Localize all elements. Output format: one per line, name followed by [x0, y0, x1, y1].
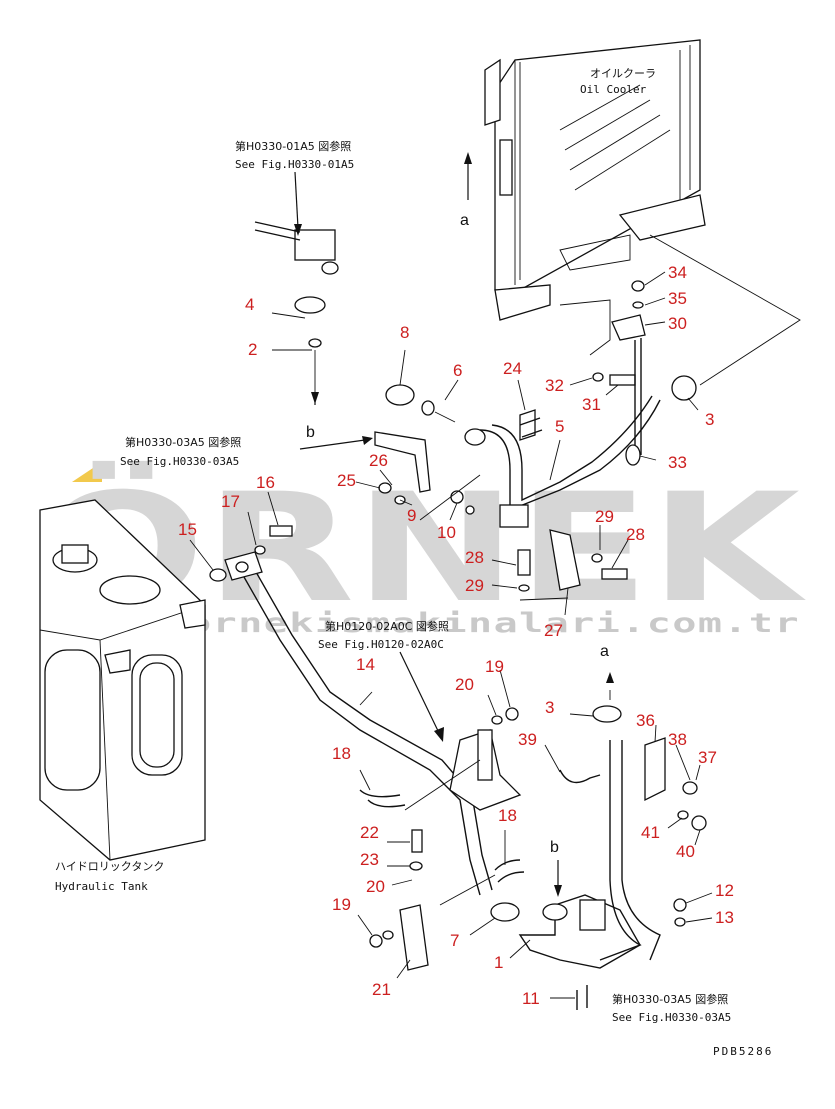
part-number-18: 18 — [332, 744, 351, 763]
part-number-4: 4 — [245, 295, 254, 314]
part-number-7: 7 — [450, 931, 459, 950]
part-number-1: 1 — [494, 953, 503, 972]
hydraulic-tank: ハイドロリックタンク Hydraulic Tank — [39, 499, 206, 893]
part-number-5: 5 — [555, 417, 564, 436]
part-number-15: 15 — [178, 520, 197, 539]
pipe-14 — [239, 564, 493, 896]
part-number-28b: 28 — [465, 548, 484, 567]
part-number-37: 37 — [698, 748, 717, 767]
view-marker-b-left: b — [306, 400, 316, 441]
part-number-8: 8 — [400, 323, 409, 342]
part-number-18b: 18 — [498, 806, 517, 825]
part-number-39: 39 — [518, 730, 537, 749]
part-number-34: 34 — [668, 263, 687, 282]
view-marker-b-bottom: b — [550, 839, 562, 897]
view-marker-a-label: a — [460, 212, 469, 229]
part-number-30: 30 — [668, 314, 687, 333]
svg-text:第H0330-01A5 図参照: 第H0330-01A5 図参照 — [235, 139, 351, 153]
hydraulic-tank-label-en: Hydraulic Tank — [55, 880, 148, 893]
part-number-32: 32 — [545, 376, 564, 395]
part-number-33: 33 — [668, 453, 687, 472]
part-number-19: 19 — [485, 657, 504, 676]
svg-text:See Fig.H0330-03A5: See Fig.H0330-03A5 — [120, 455, 239, 468]
part-number-16: 16 — [256, 473, 275, 492]
pipe-5 — [464, 395, 661, 528]
part-number-6: 6 — [453, 361, 462, 380]
part-number-17: 17 — [221, 492, 240, 511]
view-marker-a-bottom: a — [600, 643, 609, 660]
part-number-27: 27 — [544, 621, 563, 640]
view-marker-a-top: a — [460, 152, 472, 229]
part-number-19b: 19 — [332, 895, 351, 914]
svg-text:See Fig.H0330-01A5: See Fig.H0330-01A5 — [235, 158, 354, 171]
part-number-2: 2 — [248, 340, 257, 359]
part-number-41: 41 — [641, 823, 660, 842]
part-number-3b: 3 — [545, 698, 554, 717]
pipe-1 — [518, 740, 661, 969]
svg-text:第H0120-02A0C 図参照: 第H0120-02A0C 図参照 — [325, 619, 449, 633]
part-number-20: 20 — [455, 675, 474, 694]
part-number-14: 14 — [356, 655, 375, 674]
part-number-25: 25 — [337, 471, 356, 490]
hydraulic-tank-label-jp: ハイドロリックタンク — [55, 860, 164, 873]
part-number-40: 40 — [676, 842, 695, 861]
part-number-24: 24 — [503, 359, 522, 378]
watermark-accent — [72, 462, 102, 482]
part-number-9: 9 — [407, 506, 416, 525]
leader-lines — [189, 271, 713, 999]
svg-text:See Fig.H0330-03A5: See Fig.H0330-03A5 — [612, 1011, 731, 1024]
part-number-11: 11 — [522, 989, 540, 1008]
part-numbers: 4 2 8 6 24 5 32 31 34 35 30 3 33 26 25 9… — [178, 263, 734, 1008]
part-number-28: 28 — [626, 525, 645, 544]
view-marker-a2-label: a — [600, 643, 609, 660]
part-number-26: 26 — [369, 451, 388, 470]
svg-text:See Fig.H0120-02A0C: See Fig.H0120-02A0C — [318, 638, 444, 651]
part-number-10: 10 — [437, 523, 456, 542]
part-number-35: 35 — [668, 289, 687, 308]
view-marker-b-label: b — [306, 424, 315, 441]
ref-callout-4: 第H0330-03A5 図参照 See Fig.H0330-03A5 — [612, 992, 731, 1024]
part-number-23: 23 — [360, 850, 379, 869]
part-number-20b: 20 — [366, 877, 385, 896]
ref-callout-1: 第H0330-01A5 図参照 See Fig.H0330-01A5 — [235, 139, 354, 236]
oil-cooler-label-en: Oil Cooler — [580, 83, 647, 96]
oil-cooler: オイルクーラ Oil Cooler — [484, 39, 706, 321]
svg-text:第H0330-03A5 図参照: 第H0330-03A5 図参照 — [125, 435, 241, 449]
part-number-3: 3 — [705, 410, 714, 429]
part-number-38: 38 — [668, 730, 687, 749]
part-number-22: 22 — [360, 823, 379, 842]
part-number-12: 12 — [715, 881, 734, 900]
svg-text:第H0330-03A5 図参照: 第H0330-03A5 図参照 — [612, 992, 728, 1006]
part-number-21: 21 — [372, 980, 391, 999]
part-number-29b: 29 — [465, 576, 484, 595]
drawing-code: PDB5286 — [713, 1045, 773, 1058]
view-marker-b2-label: b — [550, 839, 559, 856]
ref-callout-3: 第H0120-02A0C 図参照 See Fig.H0120-02A0C — [318, 619, 449, 742]
part-number-13: 13 — [715, 908, 734, 927]
oil-cooler-label-jp: オイルクーラ — [590, 67, 656, 80]
part-number-36: 36 — [636, 711, 655, 730]
part-number-29: 29 — [595, 507, 614, 526]
ref-callout-2: 第H0330-03A5 図参照 See Fig.H0330-03A5 — [120, 435, 241, 468]
part-number-31: 31 — [582, 395, 601, 414]
